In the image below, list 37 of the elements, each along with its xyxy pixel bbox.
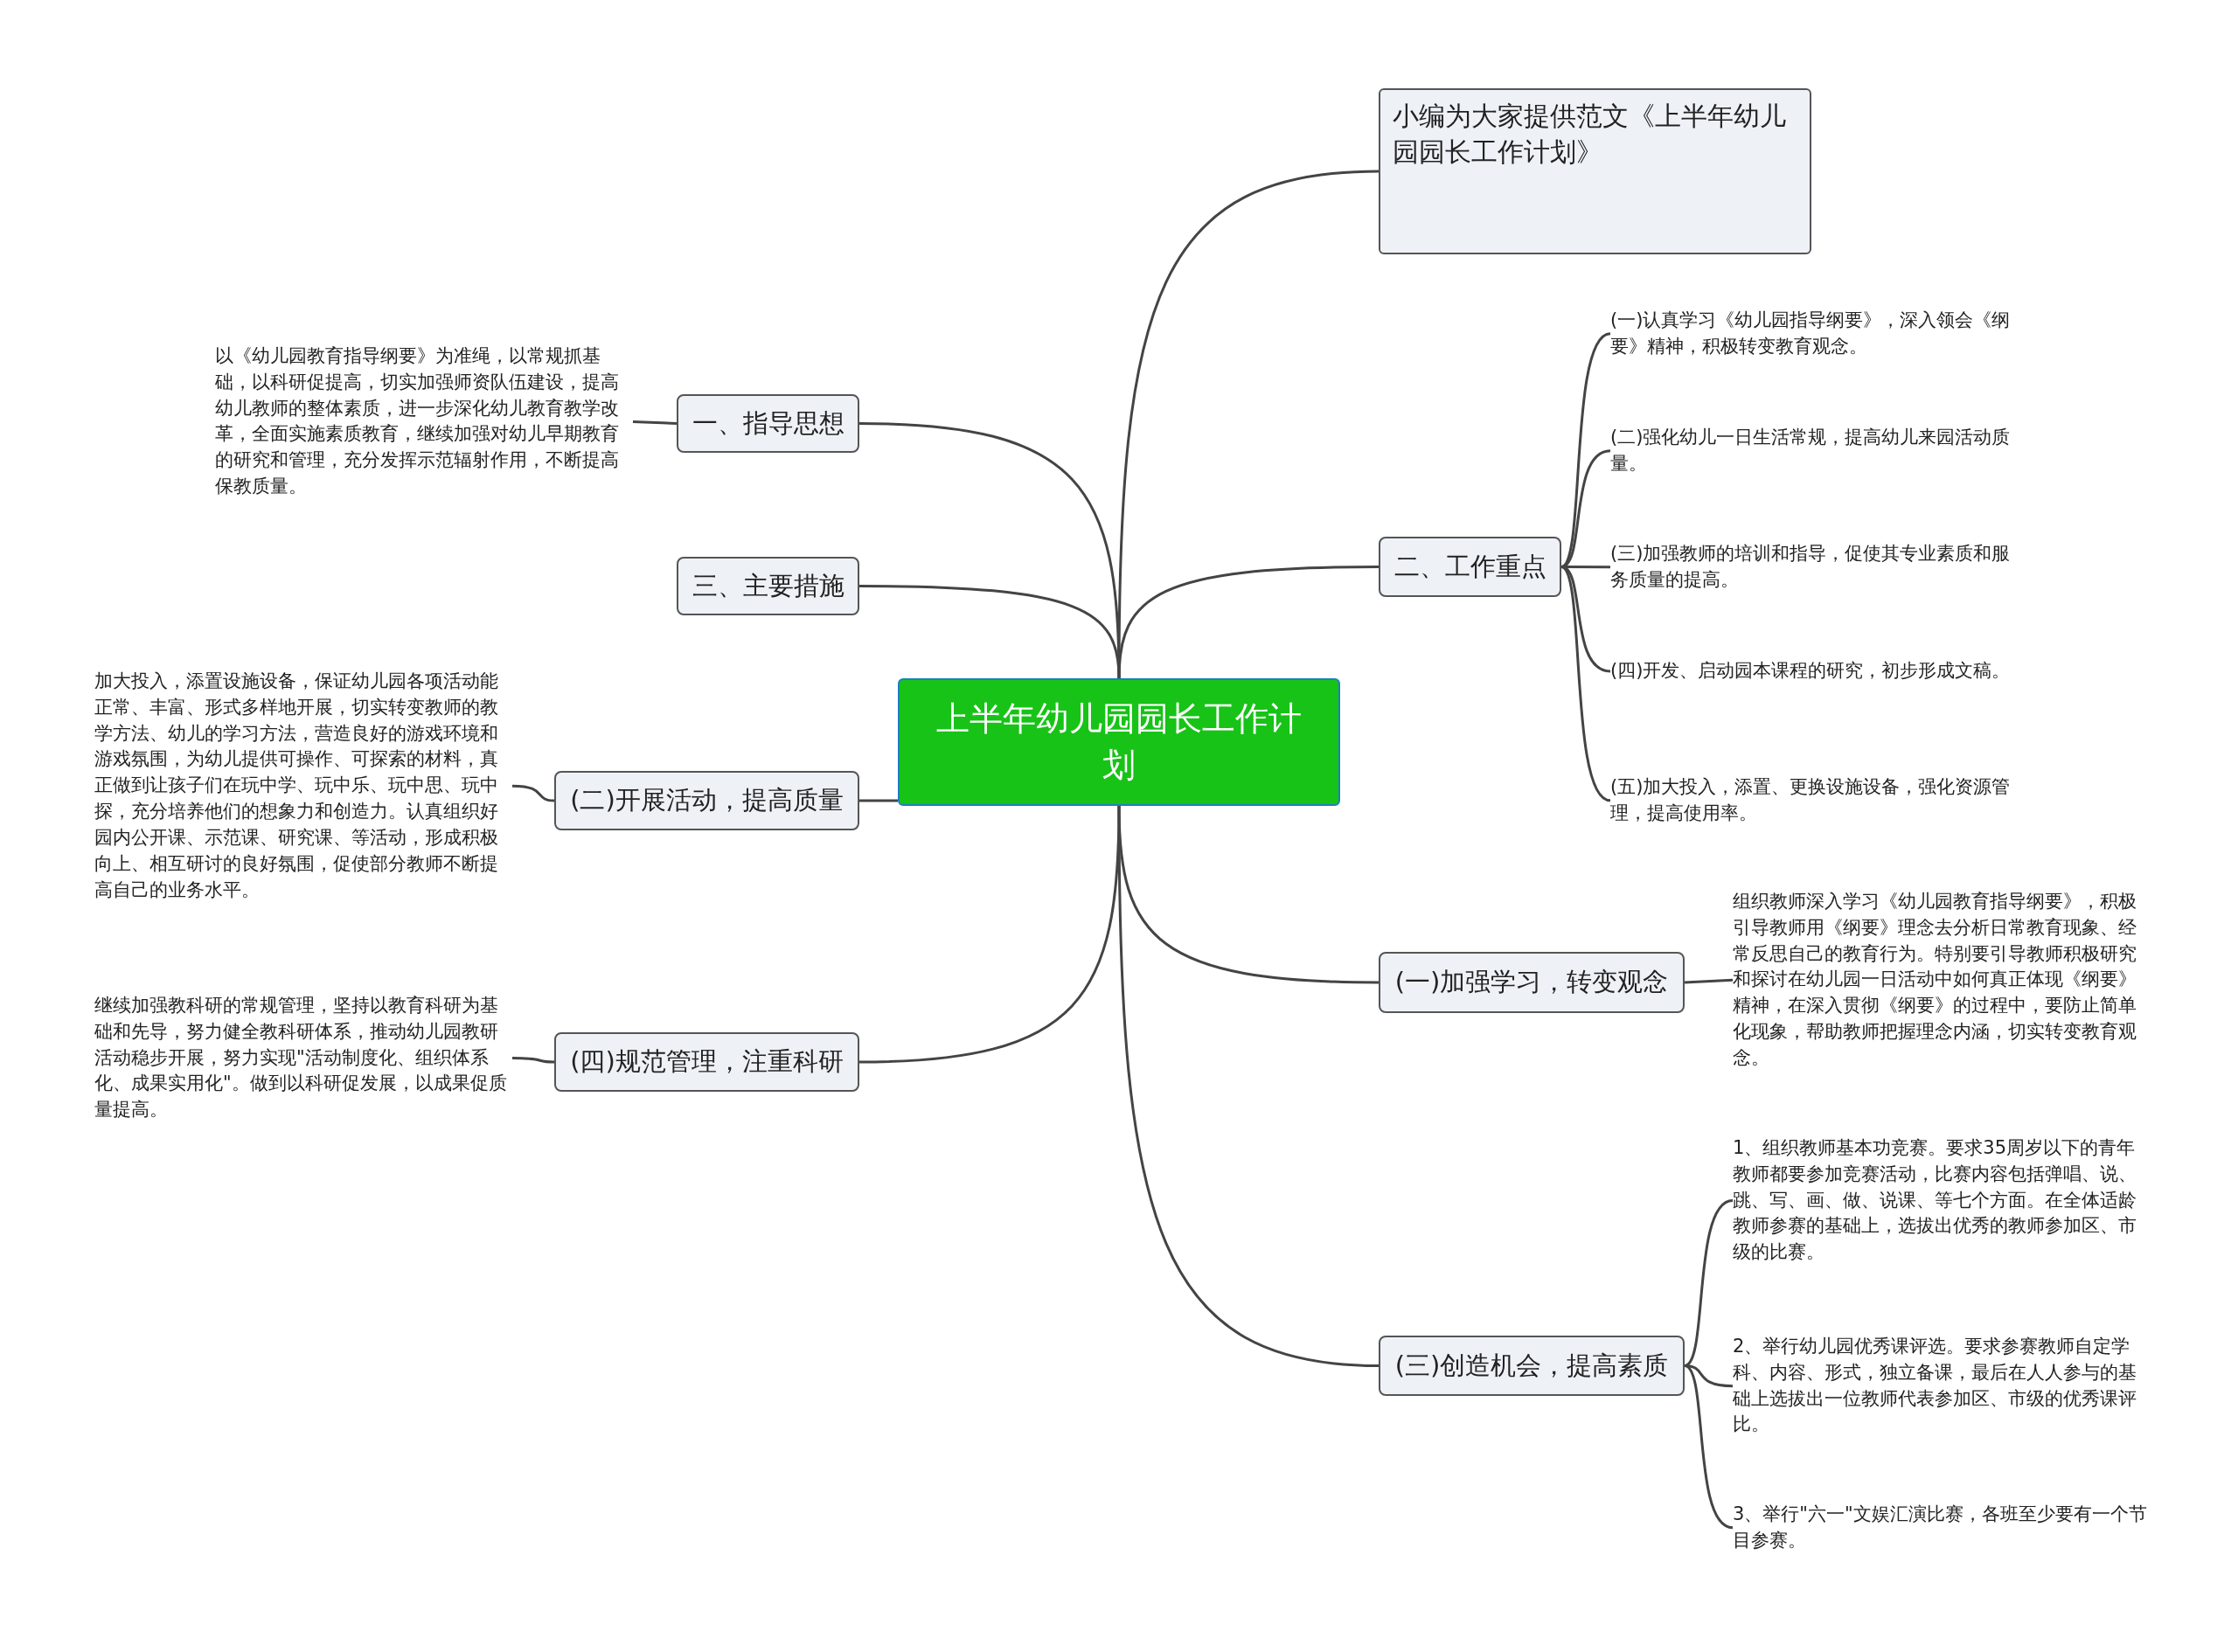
connector-line: [858, 805, 1121, 1064]
connector-line: [1117, 170, 1380, 678]
branch-text: (三)加强教师的培训和指导，促使其专业素质和服务质量的提高。: [1610, 541, 2021, 593]
connector-line: [1560, 449, 1611, 568]
branch-text: (一)认真学习《幼儿园指导纲要》，深入领会《纲要》精神，积极转变教育观念。: [1610, 308, 2021, 360]
topic-box: 二、工作重点: [1379, 537, 1561, 597]
topic-box: 三、主要措施: [677, 557, 859, 615]
connector-line: [859, 799, 898, 802]
topic-box: (二)开展活动，提高质量: [554, 771, 859, 830]
topic-box: (四)规范管理，注重科研: [554, 1032, 859, 1092]
connector-line: [1684, 978, 1734, 984]
branch-text: (二)强化幼儿一日生活常规，提高幼儿来园活动质量。: [1610, 425, 2021, 477]
topic-box: 一、指导思想: [677, 394, 859, 453]
connector-line: [632, 420, 678, 425]
note-box: 小编为大家提供范文《上半年幼儿园园长工作计划》: [1379, 88, 1811, 254]
central-topic: 上半年幼儿园园长工作计划: [898, 678, 1340, 806]
topic-box: (一)加强学习，转变观念: [1379, 952, 1685, 1013]
connector-line: [512, 1057, 555, 1064]
branch-text: 3、举行"六一"文娱汇演比赛，各班至少要有一个节目参赛。: [1733, 1502, 2151, 1554]
branch-text: 2、举行幼儿园优秀课评选。要求参赛教师自定学科、内容、形式，独立备课，最后在人人参与的基础上选拔出一位教师代表参加区、市级的优秀课评比。: [1733, 1334, 2151, 1439]
connector-line: [1117, 566, 1379, 679]
branch-text: 1、组织教师基本功竞赛。要求35周岁以下的青年教师都要参加竞赛活动，比赛内容包括弹唱、说、跳、写、画、做、说课、等七个方面。在全体适龄教师参赛的基础上，选拔出优秀的教师参加区、市级的比赛。: [1733, 1135, 2151, 1267]
connector-line: [1560, 566, 1611, 802]
connector-line: [1684, 1364, 1734, 1530]
connector-line: [1684, 1199, 1734, 1367]
branch-text: (五)加大投入，添置、更换设施设备，强化资源管理，提高使用率。: [1610, 774, 2021, 827]
connector-line: [1684, 1364, 1734, 1388]
branch-text: 组织教师深入学习《幼儿园教育指导纲要》，积极引导教师用《纲要》理念去分析日常教育现象、经常反思自己的教育行为。特别要引导教师积极研究和探讨在幼儿园一日活动中如何真正体现《纲要》精神，在深入贯彻《纲要》的过程中，要防止简单化现象，帮助教师把握理念内涵，切实转变教育观念。: [1733, 889, 2151, 1072]
connector-line: [1560, 566, 1611, 673]
connector-line: [511, 784, 555, 802]
branch-text: 加大投入，添置设施设备，保证幼儿园各项活动能正常、丰富、形式多样地开展，切实转变教师的教学方法、幼儿的学习方法，营造良好的游戏环境和游戏氛围，为幼儿提供可操作、可探索的材料，真正做到让孩子们在玩中学、玩中乐、玩中思、玩中探，充分培养他们的想象力和创造力。认真组织好园内公开课、示范课、研究课、等活动，形成积极向上、相互研讨的良好氛围，促使部分教师不断提高自己的业务水平。: [94, 669, 512, 904]
branch-text: 以《幼儿园教育指导纲要》为准绳，以常规抓基础，以科研促提高，切实加强师资队伍建设，提高幼儿教师的整体素质，进一步深化幼儿教育教学改革，全面实施素质教育，继续加强对幼儿早期教育的研究和管理，充分发挥示范辐射作用，不断提高保教质量。: [215, 344, 633, 500]
topic-box: (三)创造机会，提高素质: [1379, 1336, 1685, 1396]
branch-text: (四)开发、启动园本课程的研究，初步形成文稿。: [1610, 658, 2021, 684]
connector-line: [1117, 806, 1380, 1367]
connector-line: [859, 585, 1121, 679]
branch-text: 继续加强教科研的常规管理，坚持以教育科研为基础和先导，努力健全教科研体系，推动幼儿园教研活动稳步开展，努力实现"活动制度化、组织体系化、成果实用化"。做到以科研促发展，以成果促质量提高。: [94, 993, 512, 1124]
